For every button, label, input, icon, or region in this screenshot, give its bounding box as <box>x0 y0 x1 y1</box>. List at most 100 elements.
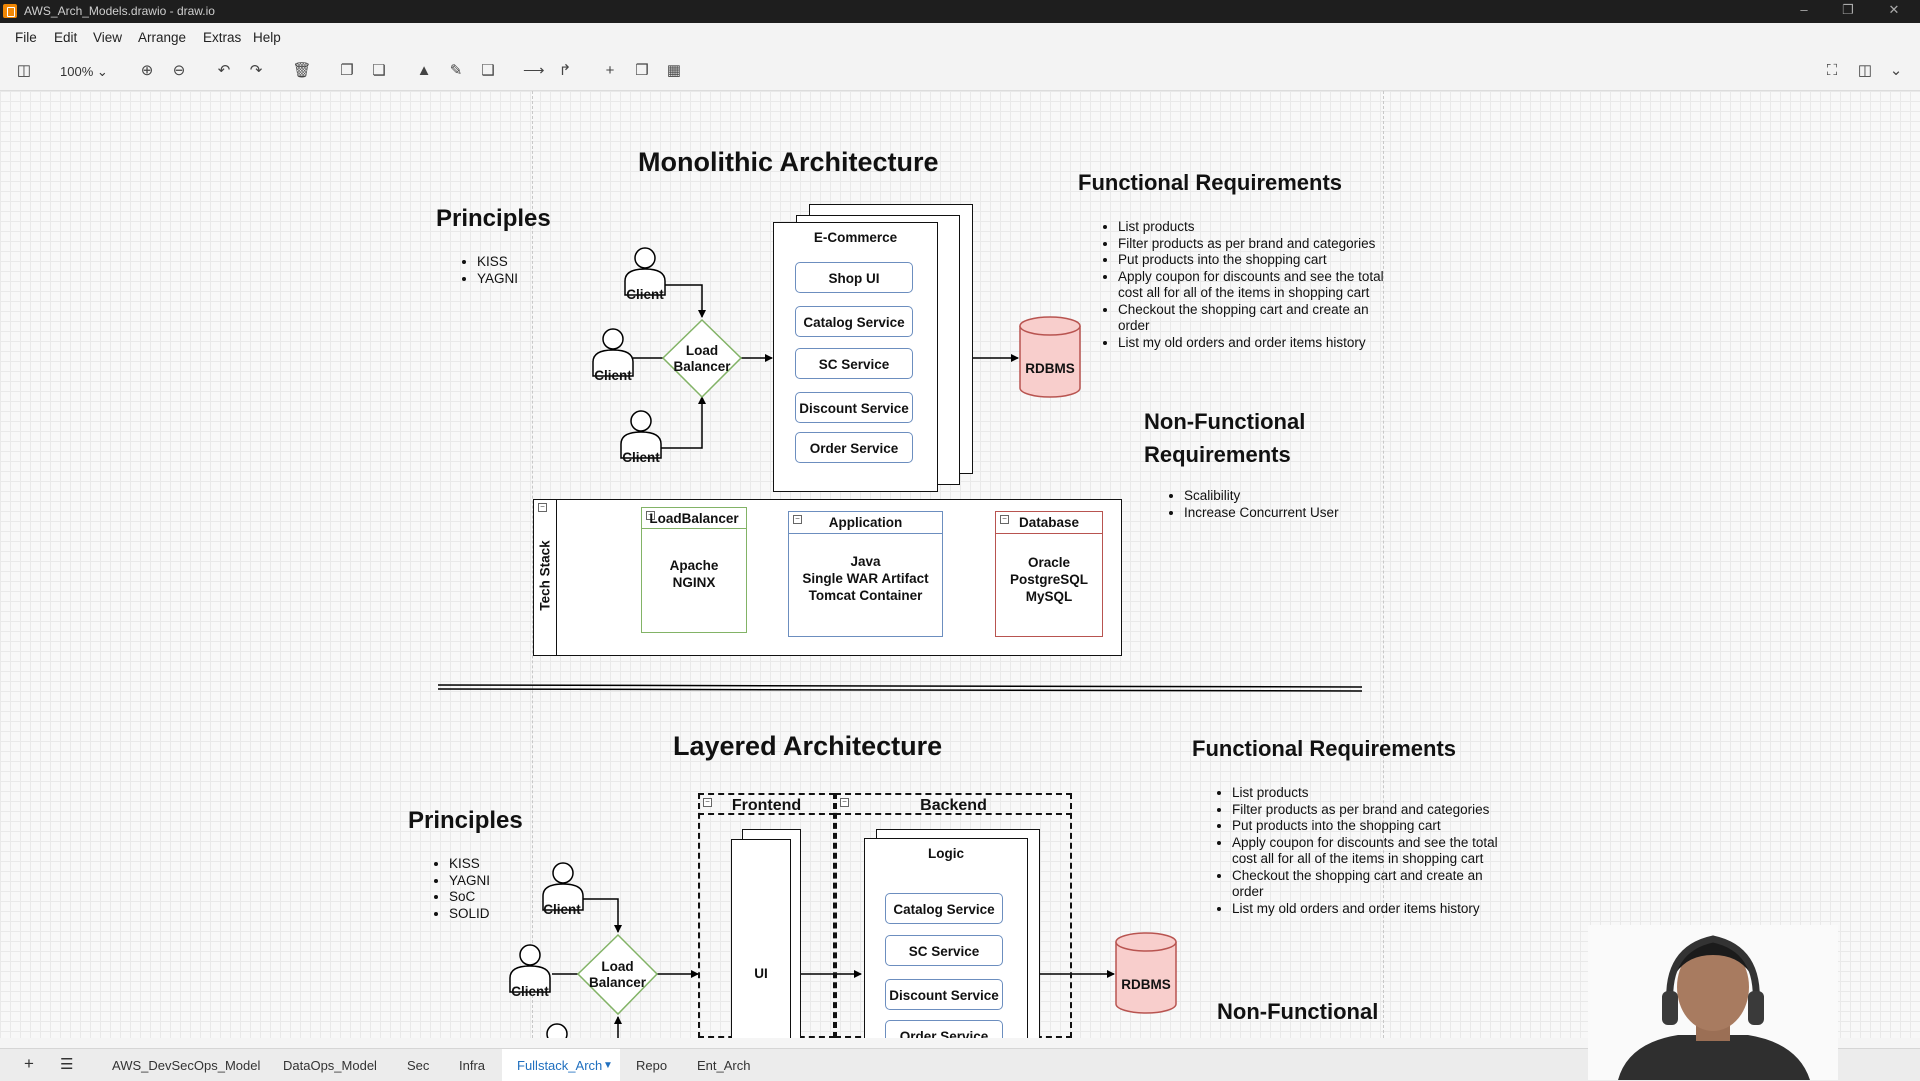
collapse-icon[interactable]: − <box>646 511 655 520</box>
client-icon[interactable] <box>508 942 552 994</box>
page-tab[interactable]: Ent_Arch <box>697 1058 751 1073</box>
database-stack-title: Database <box>1018 515 1080 530</box>
functional-requirements-list[interactable]: List products Filter products as per bra… <box>1214 785 1512 917</box>
collapse-icon[interactable]: − <box>840 798 849 807</box>
fill-color-icon[interactable]: ▲ <box>416 62 432 79</box>
non-functional-title[interactable]: Non-Functional <box>1217 999 1379 1024</box>
principles-title[interactable]: Principles <box>436 205 551 232</box>
maximize-icon[interactable]: ❐ <box>1842 2 1854 17</box>
insert-icon[interactable]: + <box>605 62 615 79</box>
list-item: Apply coupon for discounts and see the t… <box>1232 835 1512 868</box>
add-page-icon[interactable]: + <box>24 1054 34 1073</box>
page-tab[interactable]: AWS_DevSecOps_Model <box>112 1058 261 1073</box>
menu-arrange[interactable]: Arrange <box>138 30 187 45</box>
menu-help[interactable]: Help <box>253 30 281 45</box>
tech-stack-label: Tech Stack <box>537 540 553 611</box>
redo-icon[interactable]: ↷ <box>249 62 263 79</box>
zoom-out-icon[interactable]: ⊖ <box>172 62 186 79</box>
close-icon[interactable]: ✕ <box>1888 2 1900 17</box>
delete-icon[interactable]: 🗑 <box>292 62 312 79</box>
page-tab-active[interactable]: Fullstack_Arch <box>517 1058 603 1073</box>
load-balancer-label[interactable]: Load Balancer <box>588 959 647 990</box>
client-icon[interactable] <box>540 1021 584 1038</box>
zoom-value: 100% <box>60 64 94 79</box>
collapse-icon[interactable]: − <box>793 515 802 524</box>
format-panel-toggle-icon[interactable]: ◫ <box>16 62 32 79</box>
list-item: Filter products as per brand and categor… <box>1118 236 1398 253</box>
page-break-line <box>1383 91 1384 1038</box>
format-panel-icon[interactable]: ◫ <box>1857 62 1873 79</box>
rdbms-label: RDBMS <box>1121 977 1171 992</box>
rdbms-cylinder-icon[interactable] <box>1019 316 1081 398</box>
client-icon[interactable] <box>541 860 585 912</box>
line-color-icon[interactable]: ✎ <box>449 62 463 79</box>
collapse-icon[interactable]: − <box>1000 515 1009 524</box>
client-icon[interactable] <box>623 245 667 297</box>
database-stack-items: Oracle PostgreSQL MySQL <box>1009 555 1088 604</box>
page-tab[interactable]: Sec <box>407 1058 430 1073</box>
loadbalancer-stack-header <box>641 507 747 529</box>
minimize-icon[interactable]: – <box>1800 2 1808 17</box>
collapse-icon[interactable]: − <box>538 503 547 512</box>
collapse-icon[interactable]: − <box>703 798 712 807</box>
order-service-box[interactable]: Order Service <box>885 1020 1003 1038</box>
ui-container[interactable] <box>731 839 791 1038</box>
menu-view[interactable]: View <box>93 30 123 45</box>
pages-menu-icon[interactable]: ☰ <box>60 1056 74 1073</box>
undo-icon[interactable]: ↶ <box>217 62 231 79</box>
page-tab[interactable]: Repo <box>636 1058 668 1073</box>
fullscreen-icon[interactable]: ⛶ <box>1826 62 1838 79</box>
menu-bar: File Edit View Arrange Extras Help <box>0 23 1920 51</box>
catalog-service-box[interactable]: Catalog Service <box>795 306 913 337</box>
shop-ui-box[interactable]: Shop UI <box>795 262 913 293</box>
separator-line <box>437 684 1363 688</box>
load-balancer-label[interactable]: Load Balancer <box>673 343 731 374</box>
menu-edit[interactable]: Edit <box>54 30 78 45</box>
list-item: KISS <box>449 856 490 873</box>
client-icon[interactable] <box>591 326 635 378</box>
window-title: AWS_Arch_Models.drawio - draw.io <box>24 4 215 18</box>
functional-requirements-title[interactable]: Functional Requirements <box>1078 170 1343 195</box>
list-item: KISS <box>477 254 518 271</box>
collapse-toolbar-icon[interactable]: ⌄ <box>1889 62 1903 79</box>
logic-title: Logic <box>928 846 964 861</box>
database-stack-box[interactable] <box>995 511 1103 637</box>
application-stack-box[interactable] <box>788 511 943 637</box>
zoom-select[interactable]: 100% ⌄ <box>60 64 108 79</box>
layered-title[interactable]: Layered Architecture <box>673 731 943 761</box>
chevron-down-icon[interactable]: ▼ <box>603 1060 613 1071</box>
non-functional-requirements-list[interactable]: Scalibility Increase Concurrent User <box>1166 488 1339 521</box>
monolithic-title[interactable]: Monolithic Architecture <box>638 147 939 177</box>
principles-list[interactable]: KISS YAGNI <box>459 254 518 287</box>
discount-service-box[interactable]: Discount Service <box>885 979 1003 1010</box>
page-tab[interactable]: DataOps_Model <box>283 1058 377 1073</box>
rdbms-cylinder-icon[interactable] <box>1115 932 1177 1014</box>
table-icon[interactable]: ▦ <box>666 62 682 79</box>
discount-service-box[interactable]: Discount Service <box>795 392 913 423</box>
functional-requirements-title[interactable]: Functional Requirements <box>1192 736 1457 761</box>
ecommerce-title: E-Commerce <box>813 230 898 245</box>
non-functional-requirements-title[interactable]: Non-Functional Requirements <box>1144 409 1306 467</box>
shadow-icon[interactable]: ❑ <box>481 62 495 79</box>
shapes-icon[interactable]: ❒ <box>635 62 649 79</box>
loadbalancer-stack-title: LoadBalancer <box>649 511 739 526</box>
diagram-canvas[interactable]: Monolithic Architecture Principles KISS … <box>0 91 1920 1038</box>
principles-title[interactable]: Principles <box>408 807 523 834</box>
functional-requirements-list[interactable]: List products Filter products as per bra… <box>1100 219 1398 351</box>
zoom-in-icon[interactable]: ⊕ <box>140 62 154 79</box>
connection-icon[interactable]: ⟶ <box>523 62 545 79</box>
client-icon[interactable] <box>619 408 663 460</box>
menu-extras[interactable]: Extras <box>203 30 242 45</box>
catalog-service-box[interactable]: Catalog Service <box>885 893 1003 924</box>
client-label: Client <box>543 902 581 917</box>
to-back-icon[interactable]: ❏ <box>372 62 386 79</box>
sc-service-box[interactable]: SC Service <box>885 935 1003 966</box>
menu-file[interactable]: File <box>15 30 37 45</box>
sc-service-box[interactable]: SC Service <box>795 348 913 379</box>
to-front-icon[interactable]: ❐ <box>340 62 354 79</box>
principles-list[interactable]: KISS YAGNI SoC SOLID <box>431 856 490 922</box>
waypoints-icon[interactable]: ↱ <box>558 62 572 79</box>
ui-label: UI <box>754 966 768 981</box>
page-tab[interactable]: Infra <box>459 1058 486 1073</box>
order-service-box[interactable]: Order Service <box>795 432 913 463</box>
